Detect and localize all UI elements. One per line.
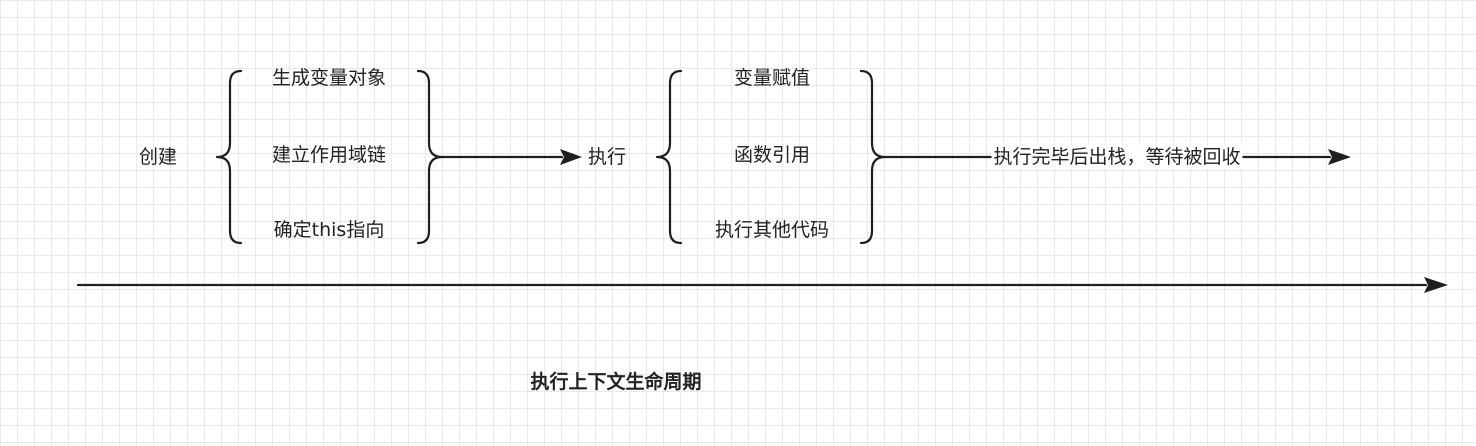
create-step-2: 建立作用域链 bbox=[271, 144, 387, 166]
arrowhead-execute bbox=[560, 149, 582, 165]
create-right-brace bbox=[416, 69, 444, 245]
arrowhead-finish bbox=[1328, 149, 1351, 165]
execute-right-brace bbox=[859, 69, 887, 245]
create-left-brace bbox=[215, 69, 243, 245]
execute-step-3: 执行其他代码 bbox=[714, 219, 830, 241]
create-step-1: 生成变量对象 bbox=[271, 67, 387, 89]
create-stage-label: 创建 bbox=[138, 146, 178, 168]
create-step-3: 确定this指向 bbox=[273, 219, 385, 241]
execute-stage-label: 执行 bbox=[587, 146, 627, 168]
arrowhead-timeline bbox=[1424, 277, 1448, 293]
finish-stage-label: 执行完毕后出栈，等待被回收 bbox=[991, 145, 1243, 169]
execute-step-2: 函数引用 bbox=[733, 144, 811, 166]
execute-step-1: 变量赋值 bbox=[733, 67, 811, 89]
diagram-caption: 执行上下文生命周期 bbox=[530, 371, 702, 393]
execute-left-brace bbox=[655, 69, 683, 245]
